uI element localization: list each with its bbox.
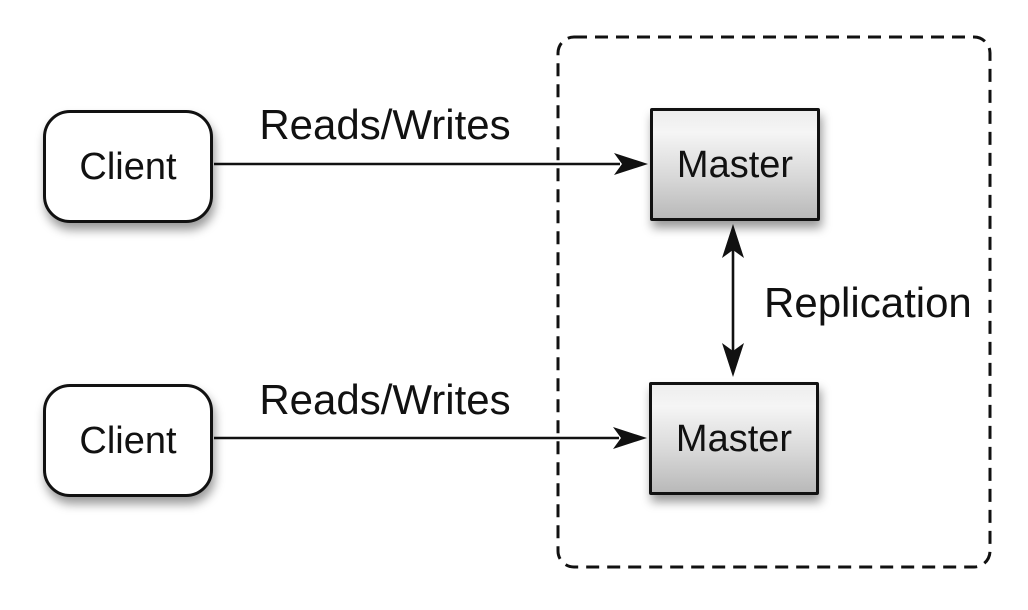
arrowhead-up	[722, 224, 744, 258]
master-node-2-label: Master	[675, 417, 793, 460]
replication-zone-border	[556, 35, 992, 569]
reads-writes-label-top: Reads/Writes	[259, 101, 511, 148]
master-node-1: Master	[650, 108, 820, 221]
master-node-1-label: Master	[676, 143, 794, 186]
client-node-1: Client	[43, 110, 213, 223]
reads-writes-label-bottom: Reads/Writes	[259, 376, 511, 423]
master-node-2: Master	[649, 382, 819, 495]
replication-label: Replication	[764, 279, 972, 326]
client-node-2: Client	[43, 384, 213, 497]
client-node-1-label: Client	[79, 145, 177, 188]
arrowhead-down	[722, 343, 744, 377]
arrowhead-right-bottom	[613, 427, 647, 449]
replication-arrow	[722, 224, 744, 377]
client-node-2-label: Client	[79, 419, 177, 462]
reads-writes-arrow-top	[214, 153, 648, 175]
arrowhead-right-top	[614, 153, 648, 175]
reads-writes-arrow-bottom	[214, 427, 647, 449]
